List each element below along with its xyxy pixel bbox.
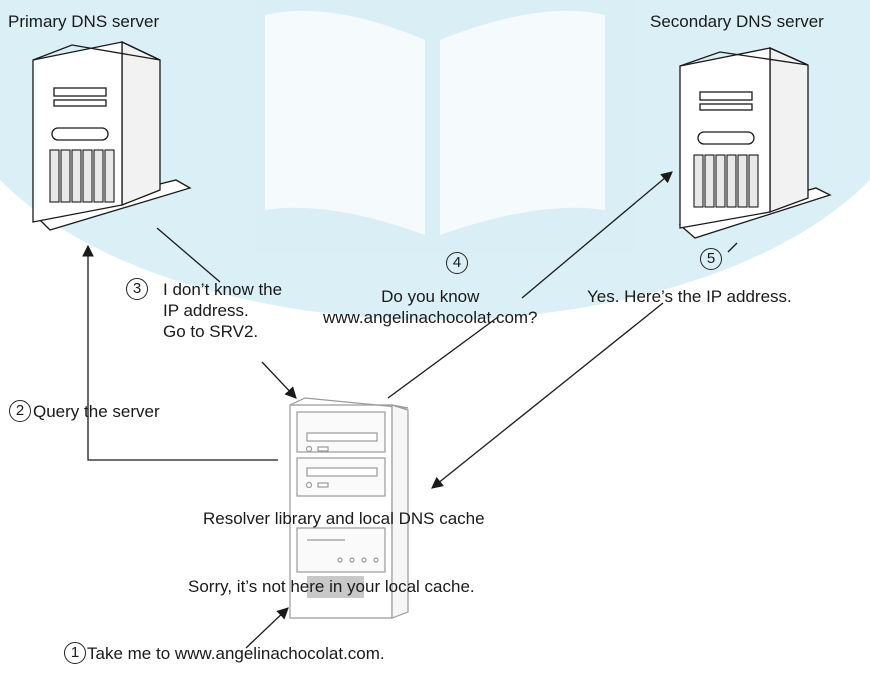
cache-highlight [307, 576, 364, 598]
arrow-referral [156, 227, 221, 283]
primary-server-icon [32, 40, 192, 231]
step-1-text: Take me to www.angelinachocolat.com. [87, 644, 385, 663]
resolver-cabinet-icon [289, 397, 409, 619]
step-3-marker: 3 [126, 278, 148, 300]
background-watermark [0, 0, 870, 320]
arrow-ask-secondary [387, 316, 499, 399]
step-1-marker: 1 [64, 642, 86, 664]
arrow-referral-end [261, 361, 297, 399]
step-5-text: Yes. Here’s the IP address. [587, 287, 792, 306]
secondary-server-label: Secondary DNS server [650, 12, 824, 31]
arrow-answer [727, 242, 738, 253]
resolver-label: Resolver library and local DNS cache [203, 509, 485, 528]
step-4-marker: 4 [446, 252, 468, 274]
step-4-text: Do you know www.angelinachocolat.com? [323, 287, 538, 327]
secondary-server-icon [678, 46, 832, 239]
primary-server-label: Primary DNS server [8, 12, 160, 31]
arrow-request [245, 607, 289, 649]
cache-message: Sorry, it’s not here in your local cache… [188, 577, 475, 596]
arrow-ask-secondary-end [521, 171, 673, 299]
arrow-answer-end [431, 302, 664, 489]
arrow-query-primary [82, 244, 278, 461]
step-2-marker: 2 [9, 400, 31, 422]
step-5-marker: 5 [700, 248, 722, 270]
step-3-text: I don’t know the IP address. Go to SRV2. [163, 280, 283, 341]
step-2-text: Query the server [33, 402, 160, 421]
